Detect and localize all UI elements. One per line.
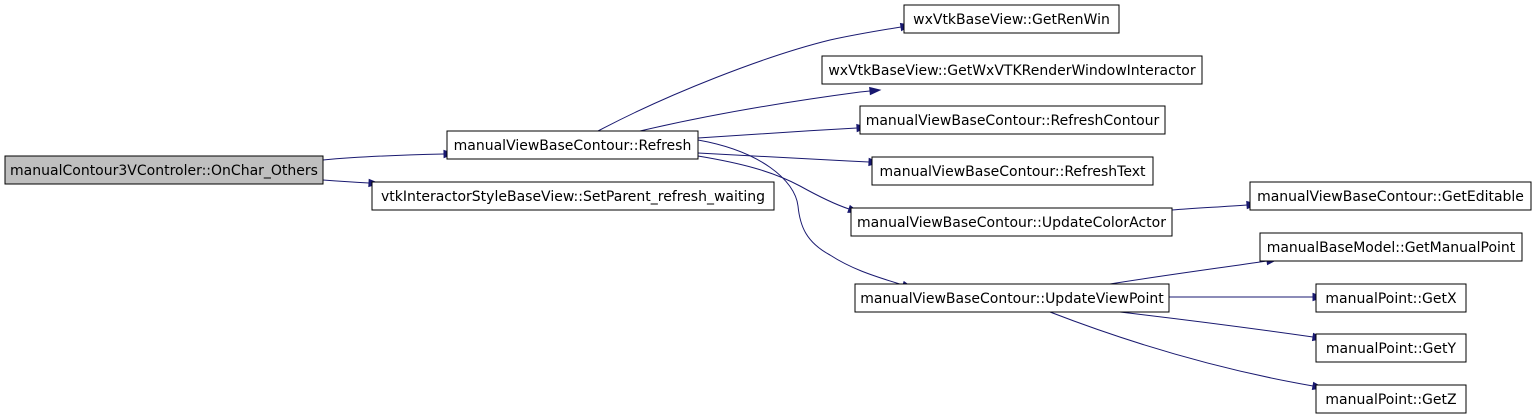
nodes-layer: manualContour3VControler::OnChar_Othersm… bbox=[4, 4, 1532, 414]
node-label: manualPoint::GetX bbox=[1325, 291, 1457, 307]
edge-updatecoloractor-geteditable bbox=[1171, 200, 1259, 211]
node-label: manualViewBaseContour::UpdateViewPoint bbox=[860, 291, 1164, 307]
node-updateviewpoint[interactable]: manualViewBaseContour::UpdateViewPoint bbox=[854, 283, 1170, 313]
node-getz[interactable]: manualPoint::GetZ bbox=[1315, 384, 1467, 414]
edge-line bbox=[1109, 260, 1268, 285]
edge-line bbox=[697, 155, 850, 210]
edge-line bbox=[322, 153, 445, 161]
node-getwxvtk[interactable]: wxVtkBaseView::GetWxVTKRenderWindowInter… bbox=[821, 55, 1203, 85]
node-refresh[interactable]: manualViewBaseContour::Refresh bbox=[446, 130, 699, 160]
node-label: manualViewBaseContour::GetEditable bbox=[1257, 189, 1524, 205]
node-label: manualPoint::GetZ bbox=[1325, 392, 1456, 408]
node-setparent[interactable]: vtkInteractorStyleBaseView::SetParent_re… bbox=[371, 181, 775, 211]
edge-oncharothers-setparent bbox=[322, 178, 381, 188]
node-box bbox=[821, 55, 1203, 85]
node-gety[interactable]: manualPoint::GetY bbox=[1315, 333, 1467, 363]
edge-refresh-refreshtext bbox=[697, 152, 881, 167]
edge-updateviewpoint-getx bbox=[1169, 292, 1325, 302]
node-refreshcontour[interactable]: manualViewBaseContour::RefreshContour bbox=[859, 105, 1166, 135]
node-label: wxVtkBaseView::GetRenWin bbox=[913, 12, 1110, 28]
edge-refresh-refreshcontour bbox=[697, 123, 869, 139]
node-label: manualBaseModel::GetManualPoint bbox=[1267, 240, 1516, 256]
node-label: manualViewBaseContour::RefreshContour bbox=[866, 113, 1160, 129]
node-updatecoloractor[interactable]: manualViewBaseContour::UpdateColorActor bbox=[850, 207, 1173, 237]
edge-refresh-getwxvtk bbox=[639, 86, 882, 132]
node-box bbox=[446, 130, 699, 160]
node-box bbox=[1259, 232, 1523, 262]
edge-updateviewpoint-getmanualpoint bbox=[1109, 256, 1279, 285]
edge-oncharothers-refresh bbox=[322, 149, 456, 161]
arrowhead-icon bbox=[869, 86, 882, 96]
edge-updateviewpoint-getz bbox=[1049, 311, 1325, 391]
node-box bbox=[4, 155, 324, 185]
edge-line bbox=[697, 127, 858, 139]
edge-line bbox=[639, 90, 871, 132]
node-getx[interactable]: manualPoint::GetX bbox=[1315, 283, 1467, 313]
node-label: manualViewBaseContour::RefreshText bbox=[879, 164, 1146, 180]
node-label: vtkInteractorStyleBaseView::SetParent_re… bbox=[381, 189, 765, 205]
node-box bbox=[871, 156, 1154, 186]
edge-line bbox=[697, 139, 904, 286]
edge-updateviewpoint-gety bbox=[1119, 311, 1325, 342]
node-label: wxVtkBaseView::GetWxVTKRenderWindowInter… bbox=[828, 63, 1196, 79]
node-box bbox=[371, 181, 775, 211]
node-box bbox=[1249, 181, 1532, 211]
node-getmanualpoint[interactable]: manualBaseModel::GetManualPoint bbox=[1259, 232, 1523, 262]
node-refreshtext[interactable]: manualViewBaseContour::RefreshText bbox=[871, 156, 1154, 186]
node-box bbox=[1315, 384, 1467, 414]
node-box bbox=[903, 4, 1120, 34]
edge-line bbox=[597, 26, 902, 132]
node-oncharothers: manualContour3VControler::OnChar_Others bbox=[4, 155, 324, 185]
node-label: manualViewBaseContour::Refresh bbox=[454, 138, 692, 154]
node-label: manualContour3VControler::OnChar_Others bbox=[10, 163, 318, 179]
edge-line bbox=[1119, 311, 1314, 338]
node-box bbox=[850, 207, 1173, 237]
node-getrenwin[interactable]: wxVtkBaseView::GetRenWin bbox=[903, 4, 1120, 34]
node-label: manualPoint::GetY bbox=[1326, 341, 1457, 357]
edge-line bbox=[1171, 204, 1248, 211]
node-geteditable[interactable]: manualViewBaseContour::GetEditable bbox=[1249, 181, 1532, 211]
node-box bbox=[1315, 283, 1467, 313]
node-box bbox=[859, 105, 1166, 135]
edge-line bbox=[322, 179, 370, 184]
node-box bbox=[1315, 333, 1467, 363]
edge-line bbox=[697, 152, 870, 163]
node-label: manualViewBaseContour::UpdateColorActor bbox=[857, 215, 1166, 231]
edge-line bbox=[1049, 311, 1314, 387]
node-box bbox=[854, 283, 1170, 313]
